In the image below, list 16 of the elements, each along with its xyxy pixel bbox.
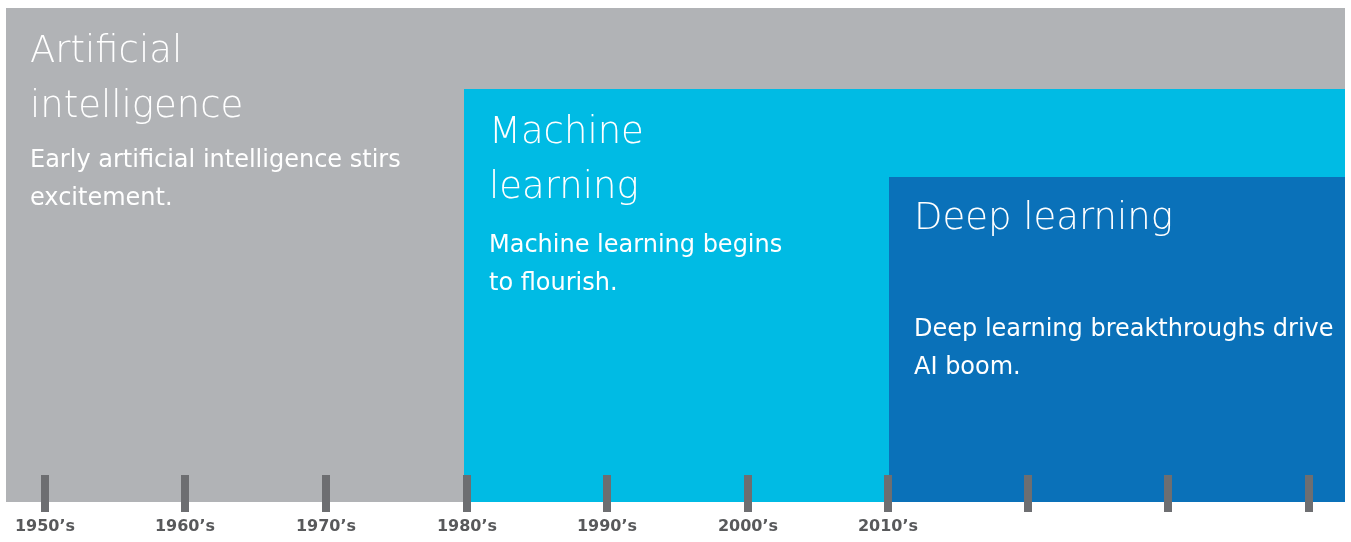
era-title: Deep learning xyxy=(914,194,1174,240)
era-panel xyxy=(889,177,1345,502)
era-panel xyxy=(464,89,1345,502)
era-description: Deep learning breakthroughs drive AI boom. xyxy=(914,313,1334,382)
era-panel xyxy=(6,8,1345,502)
era-description: Early artificial intelligence stirs excitement. xyxy=(30,144,402,213)
decade-label: 1990’s xyxy=(575,516,639,535)
decade-label: 1980’s xyxy=(435,516,499,535)
era-title: Machine learning xyxy=(489,108,645,209)
decade-label: 1960’s xyxy=(153,516,217,535)
decade-label: 2000’s xyxy=(716,516,780,535)
decade-label: 1950’s xyxy=(13,516,77,535)
era-title: Artificial intelligence xyxy=(30,27,245,128)
decade-label: 2010’s xyxy=(856,516,920,535)
era-description: Machine learning begins to flourish. xyxy=(489,229,784,298)
decade-label: 1970’s xyxy=(294,516,358,535)
